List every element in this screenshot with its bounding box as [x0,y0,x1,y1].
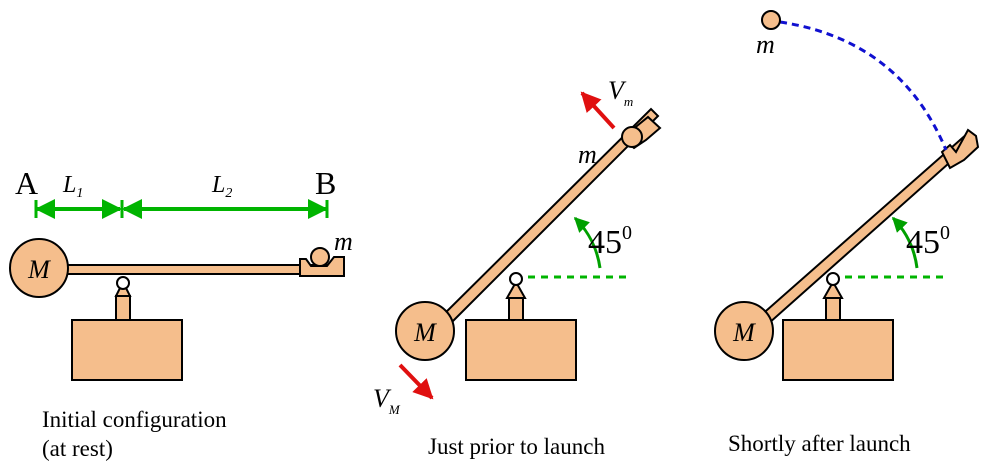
caption-initial: Initial configuration (at rest) [42,405,227,463]
counterweight-mass [714,301,774,361]
counterweight-mass [395,301,455,361]
label-counterweight: M [413,318,437,347]
caption-prior-launch: Just prior to launch [428,434,605,459]
angle-arc [573,216,602,269]
label-angle: 450 [906,222,950,261]
label-l2: L2 [211,172,232,201]
panel-prior-launch: M m Vm VM 450 [373,76,662,417]
caption-after-launch: Shortly after launch [728,431,911,456]
pivot-pin [509,272,523,286]
beam [65,264,337,275]
pivot-stand [822,279,844,299]
counterweight-mass [9,238,69,298]
label-counterweight: M [27,255,51,284]
base-block [782,319,894,381]
label-projectile: m [334,227,353,256]
label-angle: 450 [588,222,632,261]
pivot-pin [826,272,840,286]
panel-after-launch: M m 450 [714,10,980,381]
base-block [465,319,577,381]
panel-initial: A B L1 L2 M m [9,165,353,381]
pivot-stand [505,279,527,299]
projectile-mass [761,10,781,30]
label-projectile: m [756,30,775,59]
label-point-a: A [15,165,38,201]
label-counterweight: M [732,318,756,347]
label-point-b: B [315,165,336,201]
label-velocity-m: Vm [608,76,633,109]
pivot-post [508,297,524,321]
caption-initial-line1: Initial configuration [42,407,227,432]
base-block [71,319,183,381]
label-projectile: m [578,140,597,169]
pivot-post [115,295,131,321]
projectile-mass [621,126,643,148]
angle-arc [891,216,919,269]
pivot-pin [116,276,130,290]
label-velocity-M: VM [373,384,401,417]
pivot-post [825,297,841,321]
trajectory-path [779,20,948,151]
projectile-mass [310,247,330,267]
velocity-arrow-m [580,91,616,130]
label-l1: L1 [62,172,83,201]
sling-cup [940,128,980,170]
caption-initial-line2: (at rest) [42,436,113,461]
velocity-arrow-M [398,363,434,400]
